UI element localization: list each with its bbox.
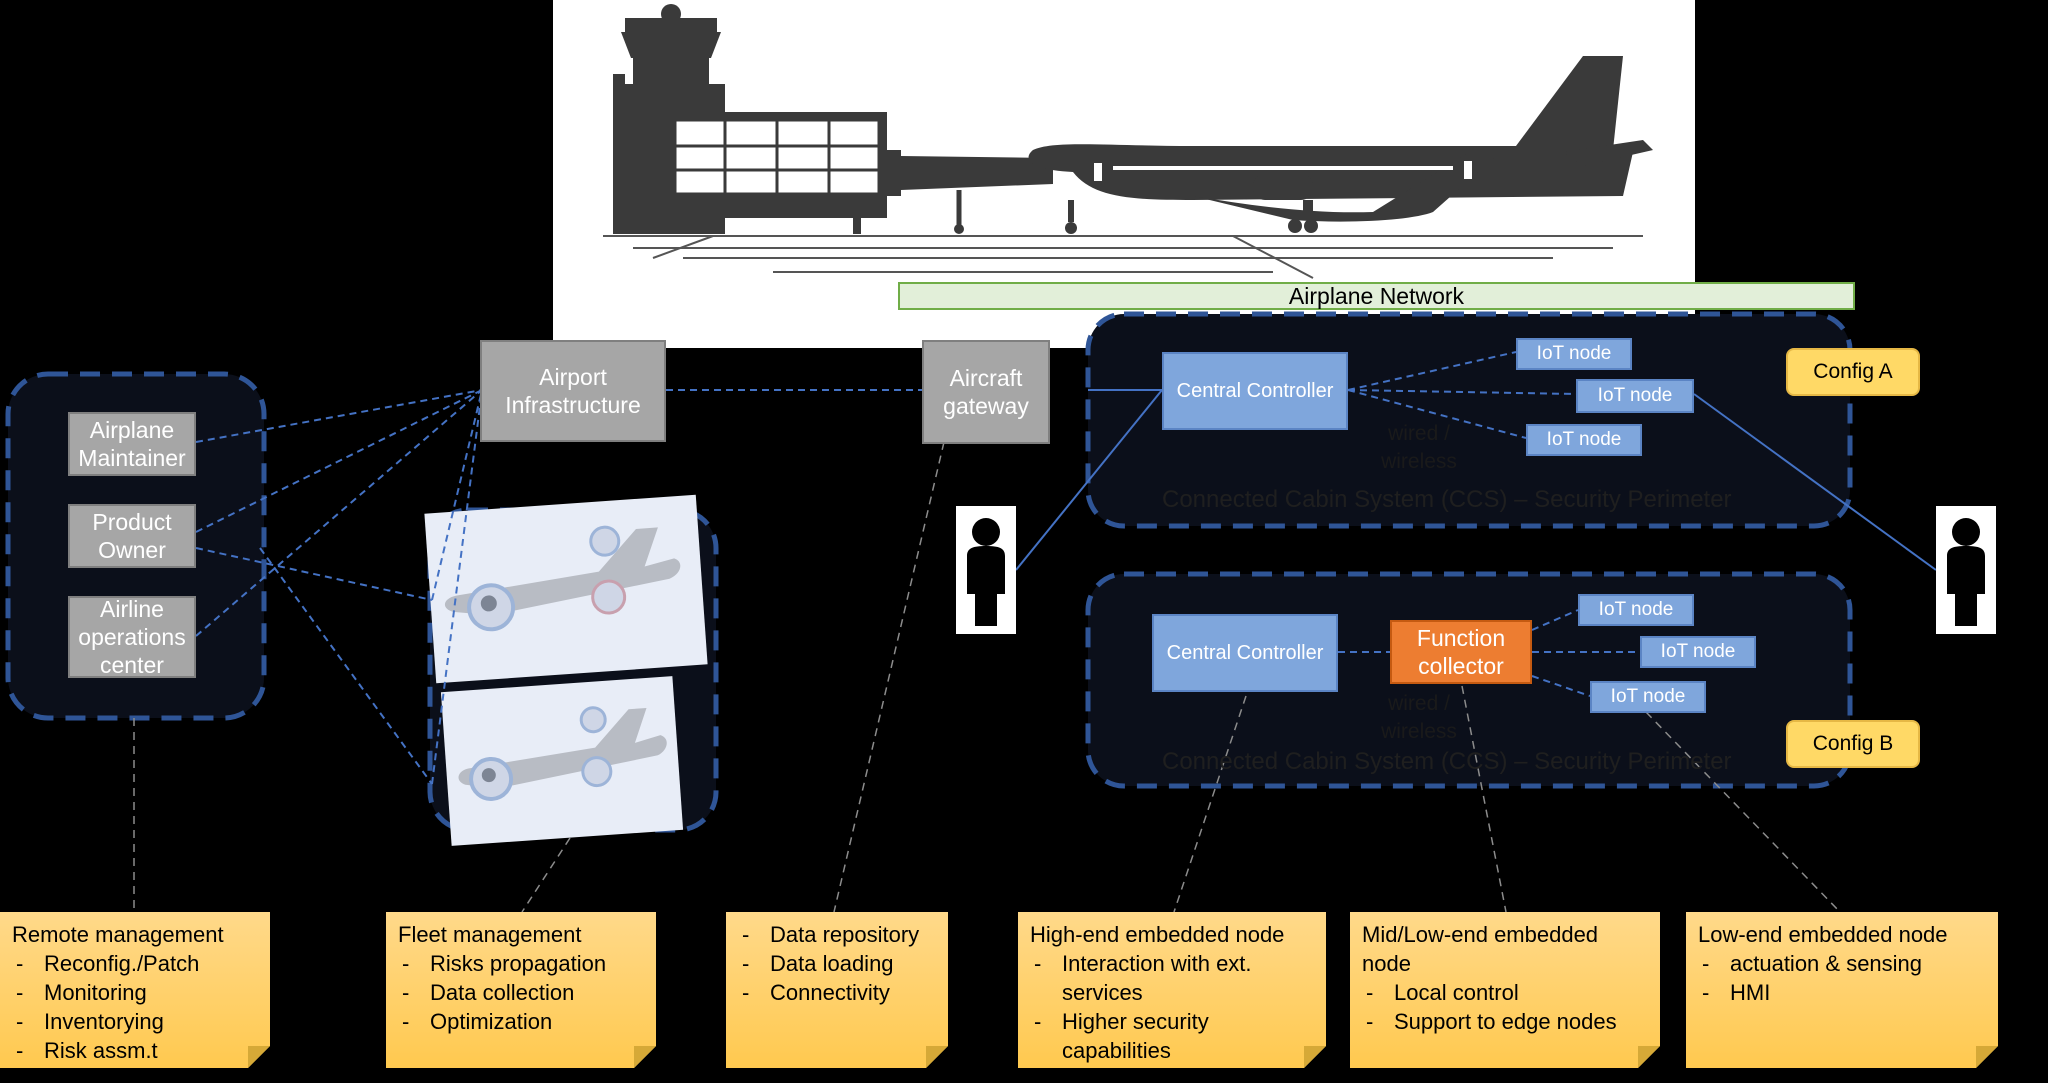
note-low-end-node: Low-end embedded node actuation & sensin… — [1686, 912, 1998, 1068]
note-remote-management: Remote management Reconfig./Patch Monito… — [0, 912, 270, 1068]
central-controller-b: Central Controller — [1152, 614, 1338, 692]
note-title: Remote management — [12, 922, 224, 947]
note-title: Mid/Low-end embedded node — [1362, 922, 1599, 976]
note-data-services: Data repository Data loading Connectivit… — [726, 912, 948, 1068]
airline-operations-center-node: Airline operations center — [68, 596, 196, 678]
note-title: High-end embedded node — [1030, 922, 1285, 947]
wired-wireless-label-a: wired / wireless — [1381, 422, 1457, 473]
note-title: Low-end embedded node — [1698, 922, 1948, 947]
airport-infrastructure-node: Airport Infrastructure — [480, 340, 666, 442]
iot-node-b3: IoT node — [1590, 681, 1706, 713]
note-item: Inventorying — [12, 1007, 258, 1036]
note-item: Reconfig./Patch — [12, 949, 258, 978]
fleet-card-2 — [440, 676, 684, 846]
note-item: HMI — [1698, 978, 1986, 1007]
product-owner-node: Product Owner — [68, 504, 196, 568]
passenger-card-left — [956, 506, 1016, 634]
note-item: Data loading — [738, 949, 936, 978]
ccs-perimeter-label-a: Connected Cabin System (CCS) – Security … — [1162, 486, 1732, 513]
note-high-end-node: High-end embedded node Interaction with … — [1018, 912, 1326, 1068]
airplane-network-bar: Airplane Network — [898, 282, 1855, 310]
note-fleet-management: Fleet management Risks propagation Data … — [386, 912, 656, 1068]
aircraft-gateway-node: Aircraft gateway — [922, 340, 1050, 444]
iot-node-a3: IoT node — [1526, 424, 1642, 456]
note-item: Interaction with ext. services — [1030, 949, 1282, 1007]
note-item: Connectivity — [738, 978, 936, 1007]
function-collector-node: Function collector — [1390, 620, 1532, 684]
config-a-badge: Config A — [1786, 348, 1920, 396]
person-icon — [967, 518, 1005, 626]
central-controller-a: Central Controller — [1162, 352, 1348, 430]
note-item: Risks propagation — [398, 949, 644, 978]
airplane-icon — [1028, 56, 1653, 234]
fleet-card-1 — [424, 494, 708, 684]
note-title: Fleet management — [398, 922, 582, 947]
passenger-card-right — [1936, 506, 1996, 634]
note-item: Local control — [1362, 978, 1648, 1007]
note-item: Higher security capabilities — [1030, 1007, 1282, 1065]
iot-node-a2: IoT node — [1576, 379, 1694, 413]
note-mid-low-end-node: Mid/Low-end embedded node Local control … — [1350, 912, 1660, 1068]
wired-wireless-label-b: wired / wireless — [1381, 692, 1457, 743]
note-item: actuation & sensing — [1698, 949, 1986, 978]
ccs-perimeter-label-b: Connected Cabin System (CCS) – Security … — [1162, 748, 1732, 775]
iot-node-b1: IoT node — [1578, 594, 1694, 626]
note-item: Data collection — [398, 978, 644, 1007]
note-item: Risk assm.t — [12, 1036, 258, 1065]
iot-node-b2: IoT node — [1640, 636, 1756, 668]
note-item: Support to edge nodes — [1362, 1007, 1648, 1036]
iot-node-a1: IoT node — [1516, 338, 1632, 370]
airplane-fleet-icon — [444, 525, 681, 632]
airplane-fleet-icon — [458, 706, 667, 801]
config-b-badge: Config B — [1786, 720, 1920, 768]
airplane-maintainer-node: Airplane Maintainer — [68, 412, 196, 476]
note-item: Optimization — [398, 1007, 644, 1036]
person-icon — [1947, 518, 1985, 626]
note-item: Monitoring — [12, 978, 258, 1007]
note-item: Data repository — [738, 920, 936, 949]
